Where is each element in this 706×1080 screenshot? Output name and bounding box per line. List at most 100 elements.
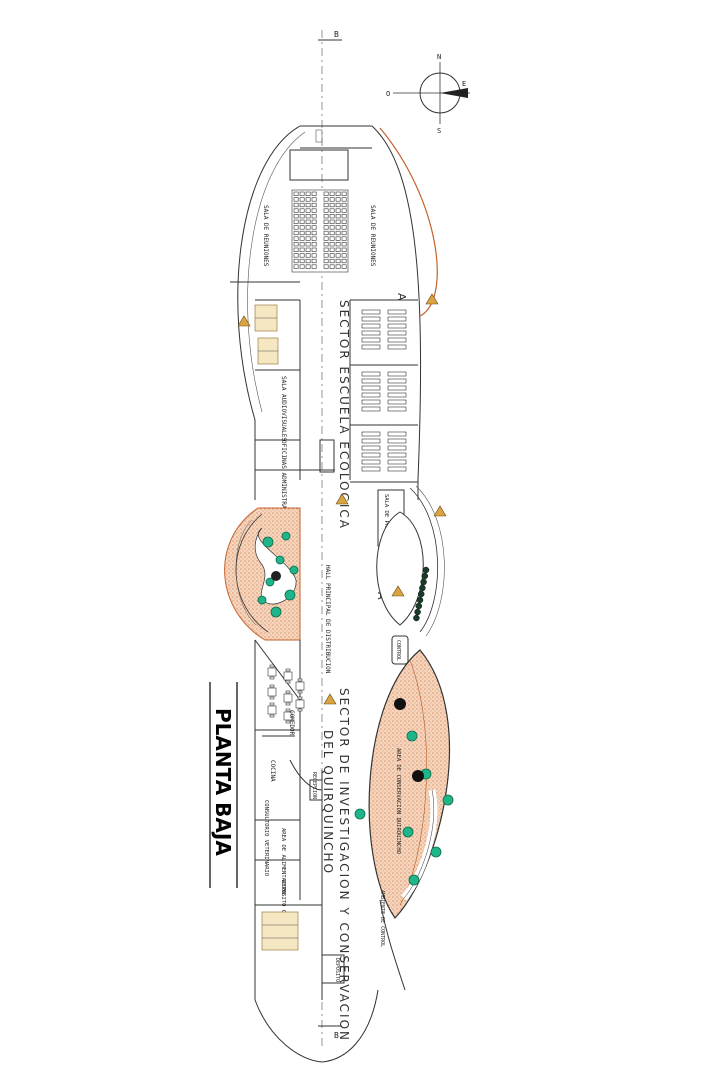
classroom-desk — [361, 344, 381, 350]
tree-dark — [271, 571, 281, 581]
upper-building-inner — [247, 131, 306, 413]
classroom-desk — [387, 330, 407, 336]
tree — [281, 531, 291, 541]
auditorium-seat — [305, 230, 311, 236]
auditorium-seat — [299, 191, 305, 196]
auditorium-seat — [329, 247, 335, 252]
auditorium-seat — [311, 242, 317, 247]
auditorium-seat — [311, 253, 317, 258]
classroom-desk — [387, 431, 407, 437]
auditorium-seat — [305, 258, 311, 264]
auditorium-seat — [341, 230, 347, 236]
classroom-desk — [387, 452, 407, 458]
classroom-desk — [387, 337, 407, 343]
auditorium-seat — [335, 264, 341, 269]
room-label-oficinas: OFICINAS ADMINISTRATIVAS — [280, 440, 287, 527]
tree — [289, 565, 299, 575]
auditorium-seat — [323, 225, 329, 230]
room-label-consultorio: CONSULTORIO VETERINARIO — [263, 800, 269, 876]
sector-label-quirquincho: DEL QUIRQUINCHO — [321, 730, 335, 875]
auditorium-seat — [293, 230, 299, 236]
auditorium-seat — [323, 236, 329, 241]
auditorium-seat — [341, 253, 347, 258]
room-label-hall: HALL PRINCIPAL DE DISTRIBUCION — [324, 565, 331, 674]
sector-label-investigacion: SECTOR DE INVESTIGACION Y CONSERVACION — [337, 688, 351, 1042]
auditorium-seat — [329, 202, 335, 208]
auditorium-seat — [299, 236, 305, 241]
tree — [416, 596, 424, 604]
auditorium-seat — [335, 225, 341, 230]
auditorium-seat — [311, 247, 317, 252]
classroom-desk — [361, 385, 381, 391]
tree — [354, 808, 366, 820]
tree — [419, 584, 426, 592]
auditorium-seat — [341, 236, 347, 241]
auditorium-seat — [335, 197, 341, 202]
auditorium-seat — [293, 253, 299, 258]
auditorium-seat — [299, 214, 305, 219]
auditorium-seat — [323, 242, 329, 247]
auditorium-seat — [335, 230, 341, 236]
auditorium-seat — [299, 253, 305, 258]
classroom-desk — [387, 344, 407, 350]
auditorium-seat — [323, 191, 329, 196]
comedor-table — [267, 687, 277, 697]
classroom-desk — [361, 466, 381, 472]
auditorium-seat — [335, 208, 341, 213]
auditorium-seat — [341, 214, 347, 219]
compass-e-label: E — [462, 80, 466, 88]
auditorium-seat — [305, 225, 311, 230]
compass-o-label: O — [386, 90, 390, 98]
classroom-desk — [361, 309, 381, 315]
axis-marker-bottom: B — [318, 1025, 342, 1040]
room-label-deposito: DEPOSITO — [334, 958, 340, 982]
control-oval: CONTROL — [376, 485, 445, 665]
classroom-desk — [361, 459, 381, 465]
room-label-comedor: COMEDOR — [288, 710, 295, 736]
svg-text:B: B — [334, 30, 339, 39]
direction-arrow — [425, 293, 439, 305]
auditorium-seat — [299, 208, 305, 213]
classroom-desk — [361, 438, 381, 444]
classroom-desk — [387, 406, 407, 412]
classroom-desk — [387, 445, 407, 451]
tree — [430, 846, 442, 858]
tree — [414, 608, 421, 616]
classroom-desk — [387, 309, 407, 315]
auditorium-seat — [329, 264, 335, 269]
auditorium-seat — [293, 202, 299, 208]
classroom-desk — [387, 399, 407, 405]
classroom-desk — [361, 445, 381, 451]
auditorium-seat — [293, 258, 299, 264]
room-label-sala-reuniones-1: SALA DE REUNIONES — [262, 205, 269, 267]
room-label-audiovisuales: SALA AUDIOVISUALES — [280, 376, 287, 441]
tree — [262, 536, 274, 548]
auditorium-seat — [323, 197, 329, 202]
auditorium-seat — [323, 247, 329, 252]
classroom-desk — [361, 316, 381, 322]
classroom-desk — [387, 392, 407, 398]
auditorium-seat — [299, 230, 305, 236]
tree — [417, 590, 425, 598]
tree — [421, 572, 429, 580]
auditorium-seat — [329, 214, 335, 219]
auditorium-seat — [311, 219, 317, 224]
auditorium-seat — [293, 219, 299, 224]
auditorium-seat — [311, 230, 317, 236]
direction-arrow — [323, 693, 337, 705]
auditorium-seat — [341, 208, 347, 213]
auditorium-seat — [341, 258, 347, 264]
comedor-tables — [267, 664, 305, 724]
auditorium-seat — [323, 264, 329, 269]
auditorium-seat — [305, 247, 311, 252]
classroom-desk — [387, 323, 407, 329]
stage-block — [289, 149, 349, 181]
tree — [442, 794, 454, 806]
auditorium-seat — [323, 202, 329, 208]
auditorium-seat — [335, 247, 341, 252]
room-label-ambiente-control: AMBIENTE DE CONTROL — [379, 890, 385, 947]
compass: N S O E — [386, 53, 470, 135]
auditorium-seat — [305, 191, 311, 196]
auditorium-seat — [323, 208, 329, 213]
auditorium-seat — [305, 214, 311, 219]
